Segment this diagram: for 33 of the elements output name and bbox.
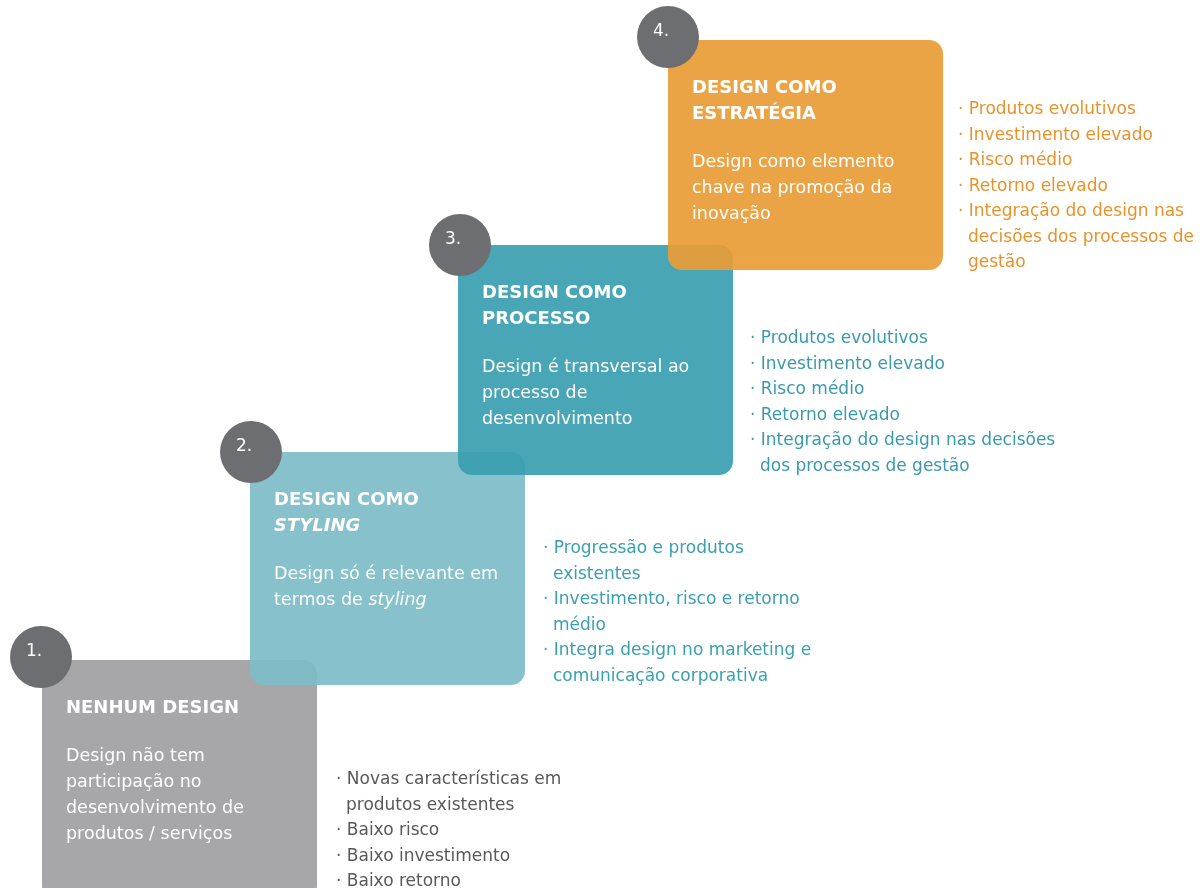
stage-description: Design não tem participação no desenvolvimento de produtos / serviços: [66, 744, 245, 845]
bullet-item: · Investimento elevado: [958, 122, 1154, 146]
bullet-item: · Integração do design nas decisões dos processos de gestão: [750, 428, 1057, 477]
bullet-item: · Baixo risco: [336, 818, 441, 841]
bullet-item: · Retorno elevado: [750, 402, 901, 426]
bullet-item: · Retorno elevado: [958, 173, 1109, 197]
stage-title: DESIGN COMO ESTRATÉGIA: [692, 75, 838, 125]
bullet-item: · Produtos evolutivos: [958, 97, 1137, 120]
bullet-item: · Integração do design nas decisões dos processos de gestão: [958, 199, 1195, 273]
step-number: 1.: [10, 626, 72, 688]
bullet-item: · Investimento elevado: [750, 351, 946, 375]
stage-title: DESIGN COMO PROCESSO: [482, 280, 628, 330]
bullet-item: · Produtos evolutivos: [750, 326, 929, 349]
stage-card: [42, 660, 317, 888]
stage-card: [668, 40, 943, 270]
bullet-item: · Integra design no marketing e comunicação corporativa: [543, 638, 813, 687]
stage-title: NENHUM DESIGN: [66, 695, 241, 719]
stage-description: Design como elemento chave na promoção da inovação: [692, 150, 896, 225]
step-number: 4.: [637, 6, 699, 68]
stage-description: Design só é relevante em termos de styling: [274, 562, 500, 611]
stage-description: Design é transversal ao processo de desenvolvimento: [482, 355, 691, 430]
bullet-item: · Investimento, risco e retorno médio: [543, 587, 801, 636]
step-number: 2.: [220, 421, 282, 483]
bullet-item: · Risco médio: [958, 148, 1074, 171]
stage-card: [250, 452, 525, 685]
bullet-item: · Progressão e produtos existentes: [543, 536, 745, 585]
step-number: 3.: [429, 214, 491, 276]
bullet-item: · Baixo investimento: [336, 843, 512, 867]
stage-card: [458, 245, 733, 475]
bullet-item: · Baixo retorno: [336, 869, 462, 888]
bullet-item: · Risco médio: [750, 377, 866, 400]
bullet-item: · Novas características em produtos existentes: [336, 767, 563, 816]
stage-title: DESIGN COMO STYLING: [274, 487, 420, 537]
